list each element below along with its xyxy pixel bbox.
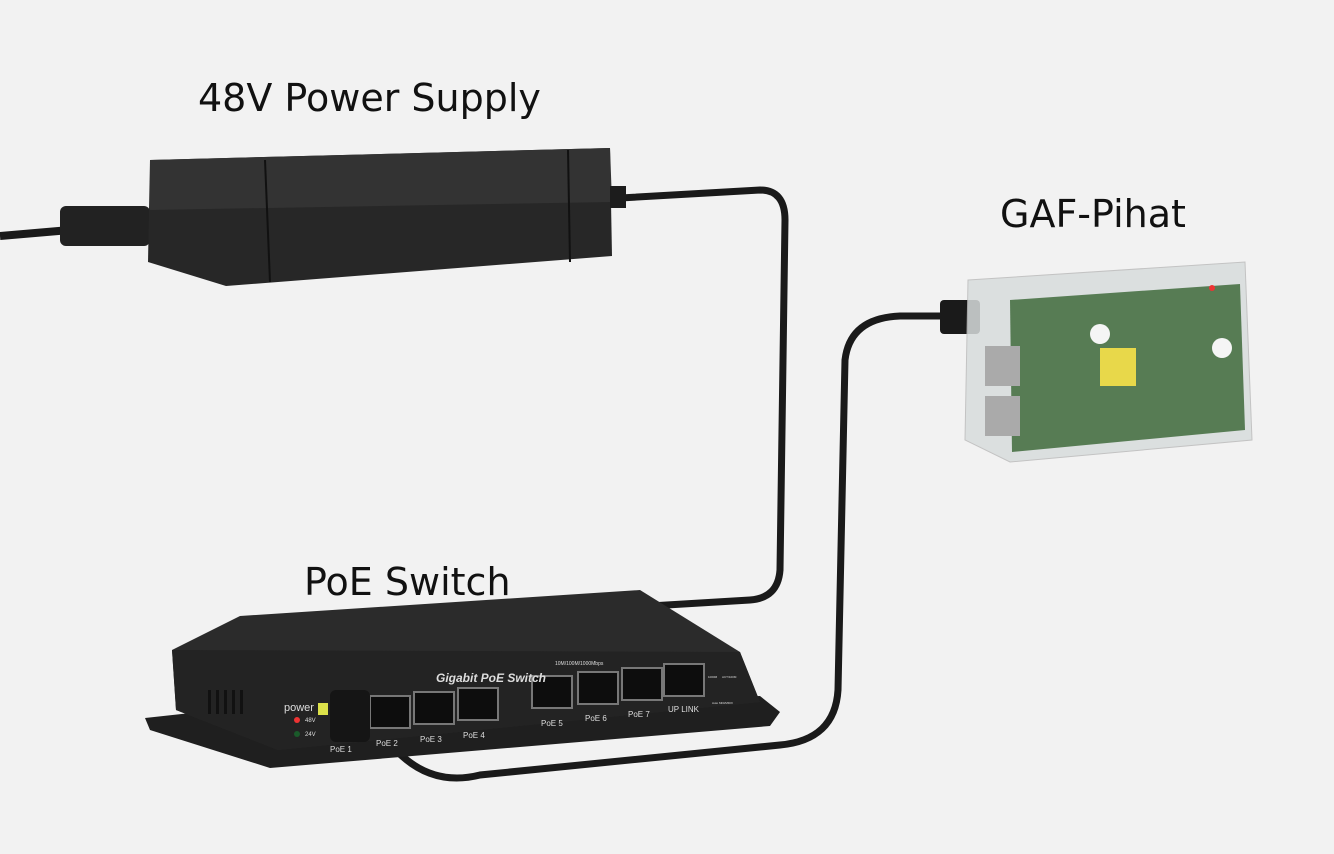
psu-to-switch-cable bbox=[619, 186, 789, 610]
port-label-7: PoE 7 bbox=[628, 710, 650, 719]
ac-cable bbox=[0, 226, 71, 240]
poe-switch-label: PoE Switch bbox=[304, 560, 511, 604]
poe-switch: power 48V 24V Gigabit PoE Switch 10M/100… bbox=[145, 590, 780, 768]
led-48v-text: 48V bbox=[305, 718, 316, 724]
led-24v-text: 24V bbox=[305, 732, 316, 738]
mode-label-1000m: 1000M bbox=[708, 675, 718, 679]
speed-text: 10M/100M/1000Mbps bbox=[555, 661, 604, 667]
power-text: power bbox=[284, 702, 314, 714]
switch-to-pihat-cable bbox=[377, 312, 945, 782]
gaf-pihat bbox=[940, 261, 1253, 463]
power-supply bbox=[60, 148, 626, 286]
rj45-plug bbox=[330, 690, 370, 742]
power-supply-label: 48V Power Supply bbox=[198, 76, 541, 120]
port-label-3: PoE 3 bbox=[420, 735, 442, 744]
port-label-6: PoE 6 bbox=[585, 714, 607, 723]
mdi-text: Auto MDI/MDIX bbox=[712, 701, 733, 705]
port-label-4: PoE 4 bbox=[463, 731, 485, 740]
port-label-1: PoE 1 bbox=[330, 745, 352, 754]
port-label-uplink: UP LINK bbox=[668, 705, 700, 714]
port-label-5: PoE 5 bbox=[541, 719, 563, 728]
port-label-2: PoE 2 bbox=[376, 739, 398, 748]
mode-label-act: ACT/100M bbox=[722, 675, 737, 679]
pihat-label: GAF-Pihat bbox=[1000, 192, 1186, 236]
brand-text: Gigabit PoE Switch bbox=[436, 671, 546, 685]
